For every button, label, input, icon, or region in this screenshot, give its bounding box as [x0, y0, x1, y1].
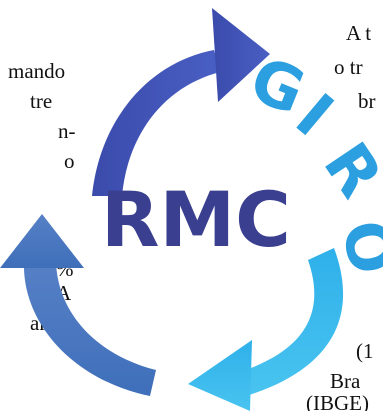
left-text-line: n-: [58, 119, 76, 143]
right-text-line: Bra: [330, 369, 361, 393]
right-text-line: br: [358, 89, 376, 113]
left-text-line: tre: [30, 89, 52, 113]
left-text-line: mando: [8, 59, 65, 83]
right-text-line: (1: [356, 339, 374, 363]
cycle-arrow-top: [92, 8, 270, 196]
center-label: RMC: [101, 175, 291, 264]
right-text-line: (IBGE): [306, 391, 369, 411]
right-text-line: o tr: [334, 55, 363, 79]
cycle-arrow-right: [188, 248, 344, 411]
giro-letter-r: R: [310, 130, 383, 210]
left-text-line: o: [64, 149, 75, 173]
cycle-arrow-left: [0, 214, 156, 396]
right-text-line: A t: [346, 21, 371, 45]
right-text-column: A t o tr br (1 Bra (IBGE): [306, 21, 376, 411]
